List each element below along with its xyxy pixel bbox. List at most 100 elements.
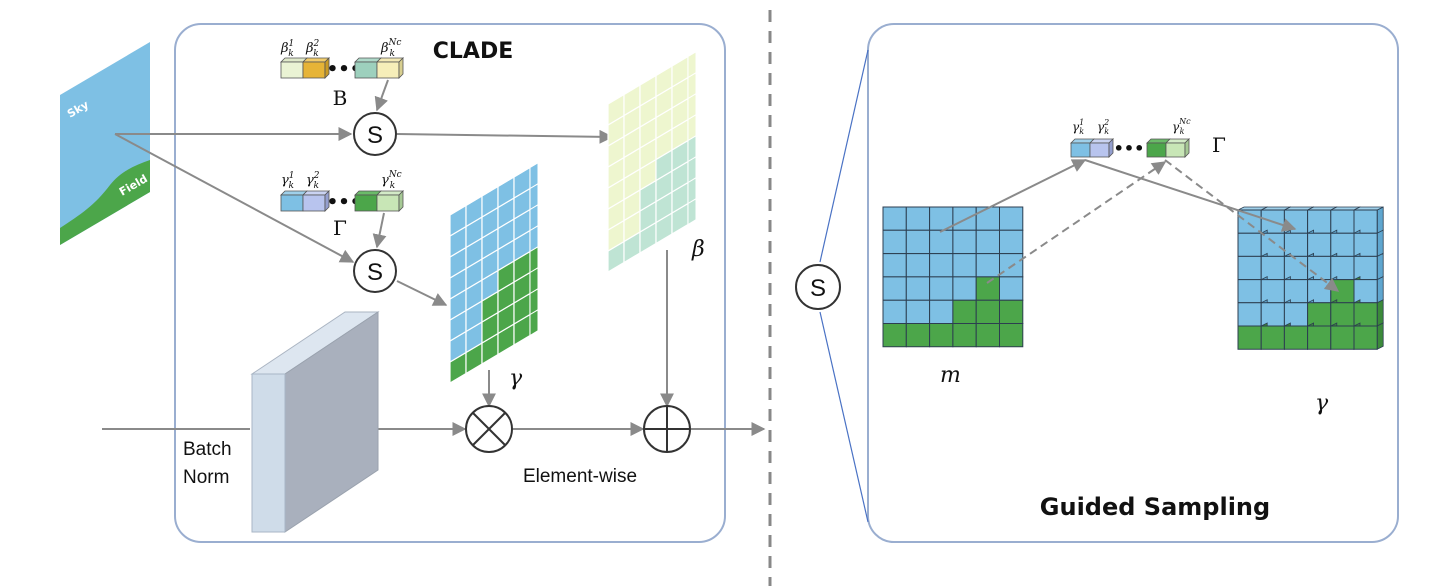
grid-top-cell [513, 162, 539, 178]
add-operator [643, 405, 691, 453]
right-arrows [939, 159, 1340, 292]
mask-cell [905, 299, 931, 324]
svg-text:β1k: β1k [280, 39, 294, 59]
out-cell [1307, 325, 1332, 350]
mask-cell [905, 206, 931, 231]
mask-cell [999, 229, 1024, 255]
out-cell [1353, 232, 1378, 257]
mask-cell [975, 276, 1000, 301]
mask-cell [882, 276, 907, 301]
svg-text:γ2k: γ2k [1097, 118, 1109, 136]
mask-cell [882, 206, 907, 231]
out-cell [1307, 255, 1332, 281]
gamma-bank-symbol: Γ [333, 216, 347, 240]
svg-text:•••: ••• [327, 59, 362, 80]
out-cell [1283, 325, 1309, 350]
gamma-map [449, 161, 539, 385]
out-cell [1283, 255, 1309, 281]
out-cell [1307, 209, 1332, 234]
out-cell [1330, 255, 1355, 281]
out-cell [1307, 279, 1332, 304]
mask-cell [975, 299, 1000, 324]
right-bank-symbol: Γ [1212, 133, 1226, 157]
mask-cell [952, 323, 977, 348]
clade-panel [174, 23, 726, 543]
element-wise-label: Element-wise [523, 466, 637, 487]
batch-norm-label-2: Norm [183, 467, 229, 488]
gamma-block-2 [302, 190, 330, 212]
right-gamma-block-2 [1089, 138, 1114, 158]
out-cell [1330, 325, 1355, 350]
out-cell [1353, 325, 1378, 350]
out-side [1376, 206, 1384, 234]
batch-norm-block [250, 311, 380, 533]
out-cell [1307, 232, 1332, 257]
mask-cell [999, 299, 1024, 324]
mask-grid [882, 206, 1024, 348]
out-cell [1237, 255, 1262, 281]
beta-map [607, 50, 697, 274]
out-cell [1330, 279, 1355, 304]
mask-cell [929, 229, 954, 255]
out-cell [1283, 232, 1309, 257]
mask-cell [999, 323, 1024, 348]
out-cell [1237, 279, 1262, 304]
out-cell [1283, 302, 1309, 327]
mask-cell [952, 276, 977, 301]
svg-text:•••: ••• [1114, 139, 1145, 158]
out-side [1376, 229, 1384, 258]
out-cell [1237, 232, 1262, 257]
mask-cell [975, 206, 1000, 231]
mask-cell [975, 229, 1000, 255]
out-cell [1260, 325, 1285, 350]
out-cell [1330, 302, 1355, 327]
right-gamma-block-n [1165, 138, 1190, 158]
out-cell [1260, 255, 1285, 281]
right-gamma-block-n1 [1146, 138, 1171, 158]
out-cell [1353, 255, 1378, 281]
mask-cell [882, 323, 907, 348]
mask-cell [905, 253, 931, 278]
mask-cell [882, 299, 907, 324]
output-gamma-grid [1237, 206, 1384, 350]
gamma-map-label: γ [509, 366, 523, 391]
svg-text:β2k: β2k [305, 39, 320, 59]
out-cell [1260, 279, 1285, 304]
beta-block-2 [302, 57, 330, 79]
mask-cell [999, 253, 1024, 278]
left-arrows [102, 79, 766, 436]
out-cell [1353, 302, 1378, 327]
multiply-operator [465, 405, 513, 453]
mask-cell [882, 229, 907, 255]
sampler-gamma: S [353, 249, 397, 293]
out-cell [1260, 302, 1285, 327]
beta-block-n [376, 57, 404, 79]
mask-cell [929, 299, 954, 324]
mask-label: m [940, 363, 961, 388]
clade-title: CLADE [433, 39, 513, 64]
mask-cell [929, 323, 954, 348]
gamma-block-n [376, 190, 404, 212]
guided-sampling-title: Guided Sampling [1040, 493, 1270, 521]
mask-cell [999, 206, 1024, 231]
mask-cell [929, 253, 954, 278]
mask-cell [999, 276, 1024, 301]
svg-text:S: S [810, 275, 826, 302]
out-cell [1237, 325, 1262, 350]
mask-cell [882, 253, 907, 278]
beta-map-label: β [691, 237, 705, 262]
mask-cell [952, 253, 977, 278]
svg-text:γ2k: γ2k [306, 171, 320, 191]
out-cell [1353, 209, 1378, 234]
mask-cell [952, 299, 977, 324]
sampler-node-right: S [795, 49, 869, 523]
out-cell [1330, 209, 1355, 234]
svg-text:•••: ••• [327, 192, 362, 213]
